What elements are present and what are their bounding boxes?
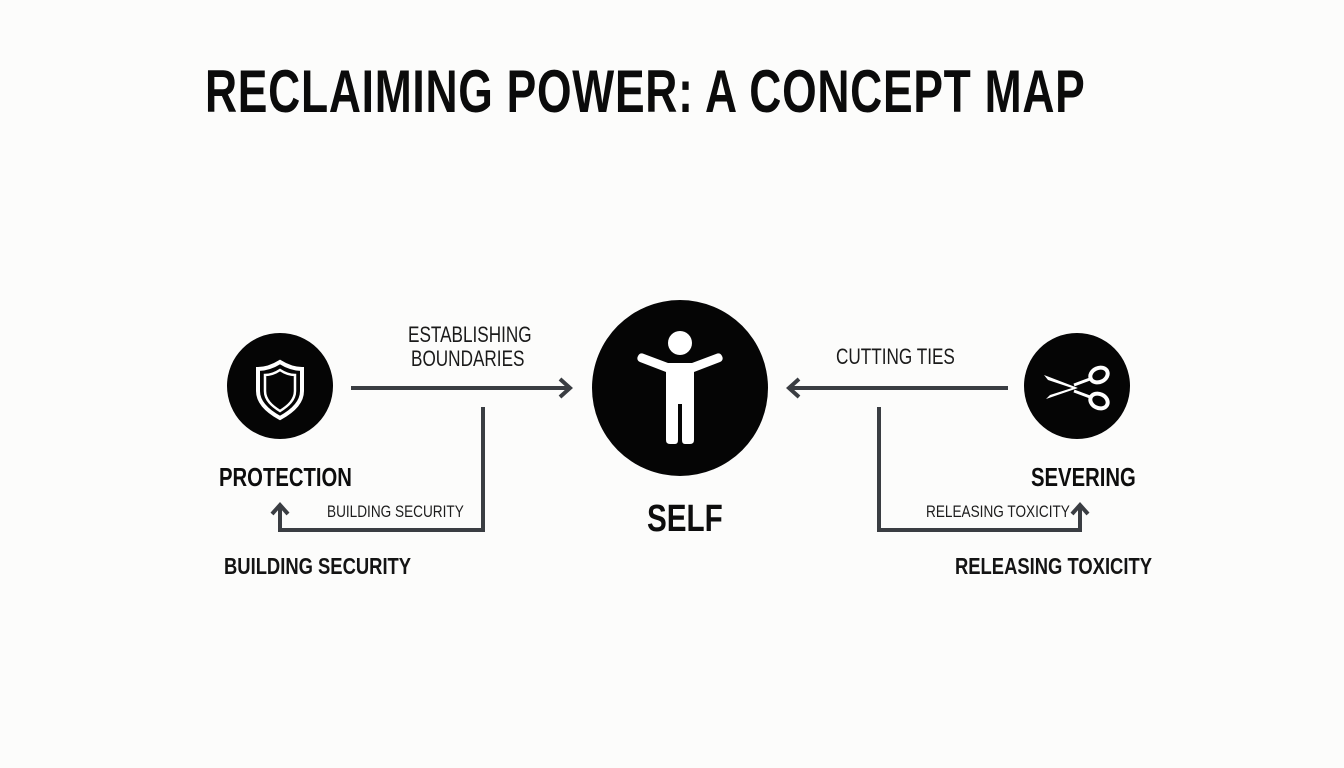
- releasing-toxicity-inline-label: RELEASING TOXICITY: [926, 502, 1070, 521]
- protection-label: PROTECTION: [219, 462, 352, 492]
- edge-building-security-loop: [270, 407, 485, 532]
- severing-label: SEVERING: [1031, 462, 1136, 492]
- releasing-toxicity-caption: RELEASING TOXICITY: [955, 553, 1152, 579]
- cutting-ties-label: CUTTING TIES: [836, 344, 955, 369]
- edge-establishing-boundaries: [351, 377, 573, 399]
- edge-cutting-ties: [786, 377, 1008, 399]
- edge-releasing-toxicity-loop: [877, 407, 1090, 532]
- self-label: SELF: [647, 498, 723, 540]
- diagram-title: RECLAIMING POWER: A CONCEPT MAP: [205, 58, 1086, 125]
- building-security-caption: BUILDING SECURITY: [224, 553, 412, 579]
- establishing-boundaries-label-line1: ESTABLISHING: [408, 322, 532, 347]
- protection-node[interactable]: [227, 333, 333, 439]
- establishing-boundaries-label-line2: BOUNDARIES: [411, 346, 525, 371]
- building-security-inline-label: BUILDING SECURITY: [327, 502, 464, 521]
- shield-icon: [256, 359, 304, 421]
- scissors-icon: [1044, 365, 1110, 411]
- severing-node[interactable]: [1024, 333, 1130, 439]
- person-arms-raised-icon: [637, 331, 723, 444]
- self-node[interactable]: [592, 300, 768, 476]
